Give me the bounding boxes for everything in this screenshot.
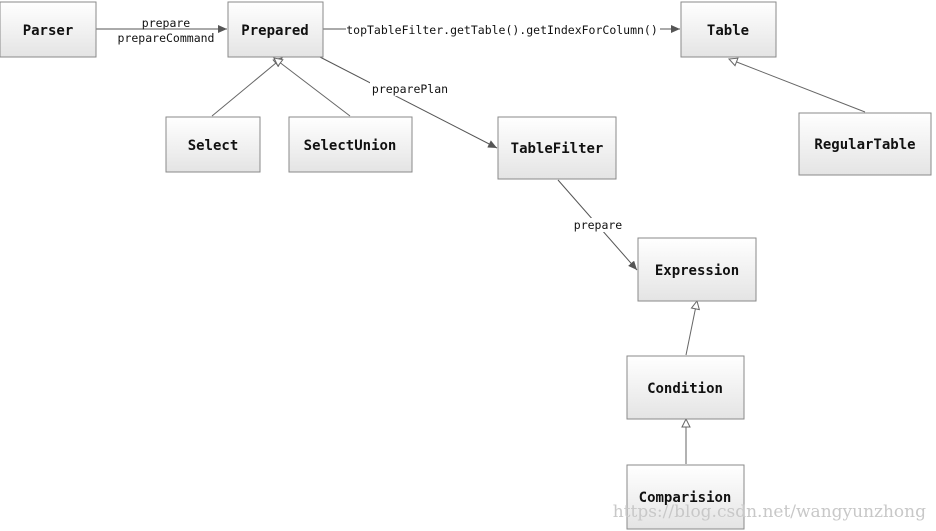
class-name-expression: Expression bbox=[655, 263, 739, 279]
edge-select-inherits-prepared bbox=[211, 58, 282, 117]
class-box-prepared[interactable]: Prepared bbox=[227, 1, 324, 58]
class-name-condition: Condition bbox=[647, 381, 723, 397]
edge-label-prepare-plan: preparePlan bbox=[372, 82, 448, 96]
class-box-comparision[interactable]: Comparision bbox=[626, 464, 745, 530]
edge-selectunion-inherits-prepared bbox=[274, 58, 351, 117]
class-box-condition[interactable]: Condition bbox=[626, 355, 745, 420]
class-name-regulartable: RegularTable bbox=[814, 137, 915, 153]
edge-label-bg bbox=[370, 82, 450, 96]
class-box-expression[interactable]: Expression bbox=[637, 237, 757, 302]
class-name-prepared: Prepared bbox=[241, 23, 308, 39]
class-box-select[interactable]: Select bbox=[165, 116, 261, 173]
class-box-table[interactable]: Table bbox=[680, 1, 777, 58]
edge-label-prepare-command: prepareCommand bbox=[118, 31, 215, 45]
class-name-parser: Parser bbox=[23, 23, 74, 39]
class-box-tablefilter[interactable]: TableFilter bbox=[497, 116, 617, 180]
class-box-parser[interactable]: Parser bbox=[0, 1, 97, 58]
edge-label-prepare: prepare bbox=[142, 16, 191, 30]
class-box-selectunion[interactable]: SelectUnion bbox=[288, 116, 413, 173]
class-name-table: Table bbox=[707, 23, 749, 39]
class-name-select: Select bbox=[188, 138, 239, 154]
edge-label-prepare: prepare bbox=[574, 218, 623, 232]
edge-prepared-to-tablefilter bbox=[317, 55, 498, 149]
edge-label-bg bbox=[346, 21, 660, 36]
class-name-tablefilter: TableFilter bbox=[511, 141, 604, 157]
class-name-comparision: Comparision bbox=[639, 490, 732, 506]
edge-condition-inherits-expression bbox=[685, 301, 697, 356]
watermark-text: https://blog.csdn.net/wangyunzhong bbox=[613, 502, 926, 522]
edge-regulartable-inherits-table bbox=[729, 59, 866, 113]
class-name-selectunion: SelectUnion bbox=[304, 138, 397, 154]
class-box-regulartable[interactable]: RegularTable bbox=[798, 112, 932, 176]
edge-label-bg bbox=[571, 218, 625, 232]
edge-label-get-index-for-column: topTableFilter.getTable().getIndexForCol… bbox=[346, 23, 658, 37]
